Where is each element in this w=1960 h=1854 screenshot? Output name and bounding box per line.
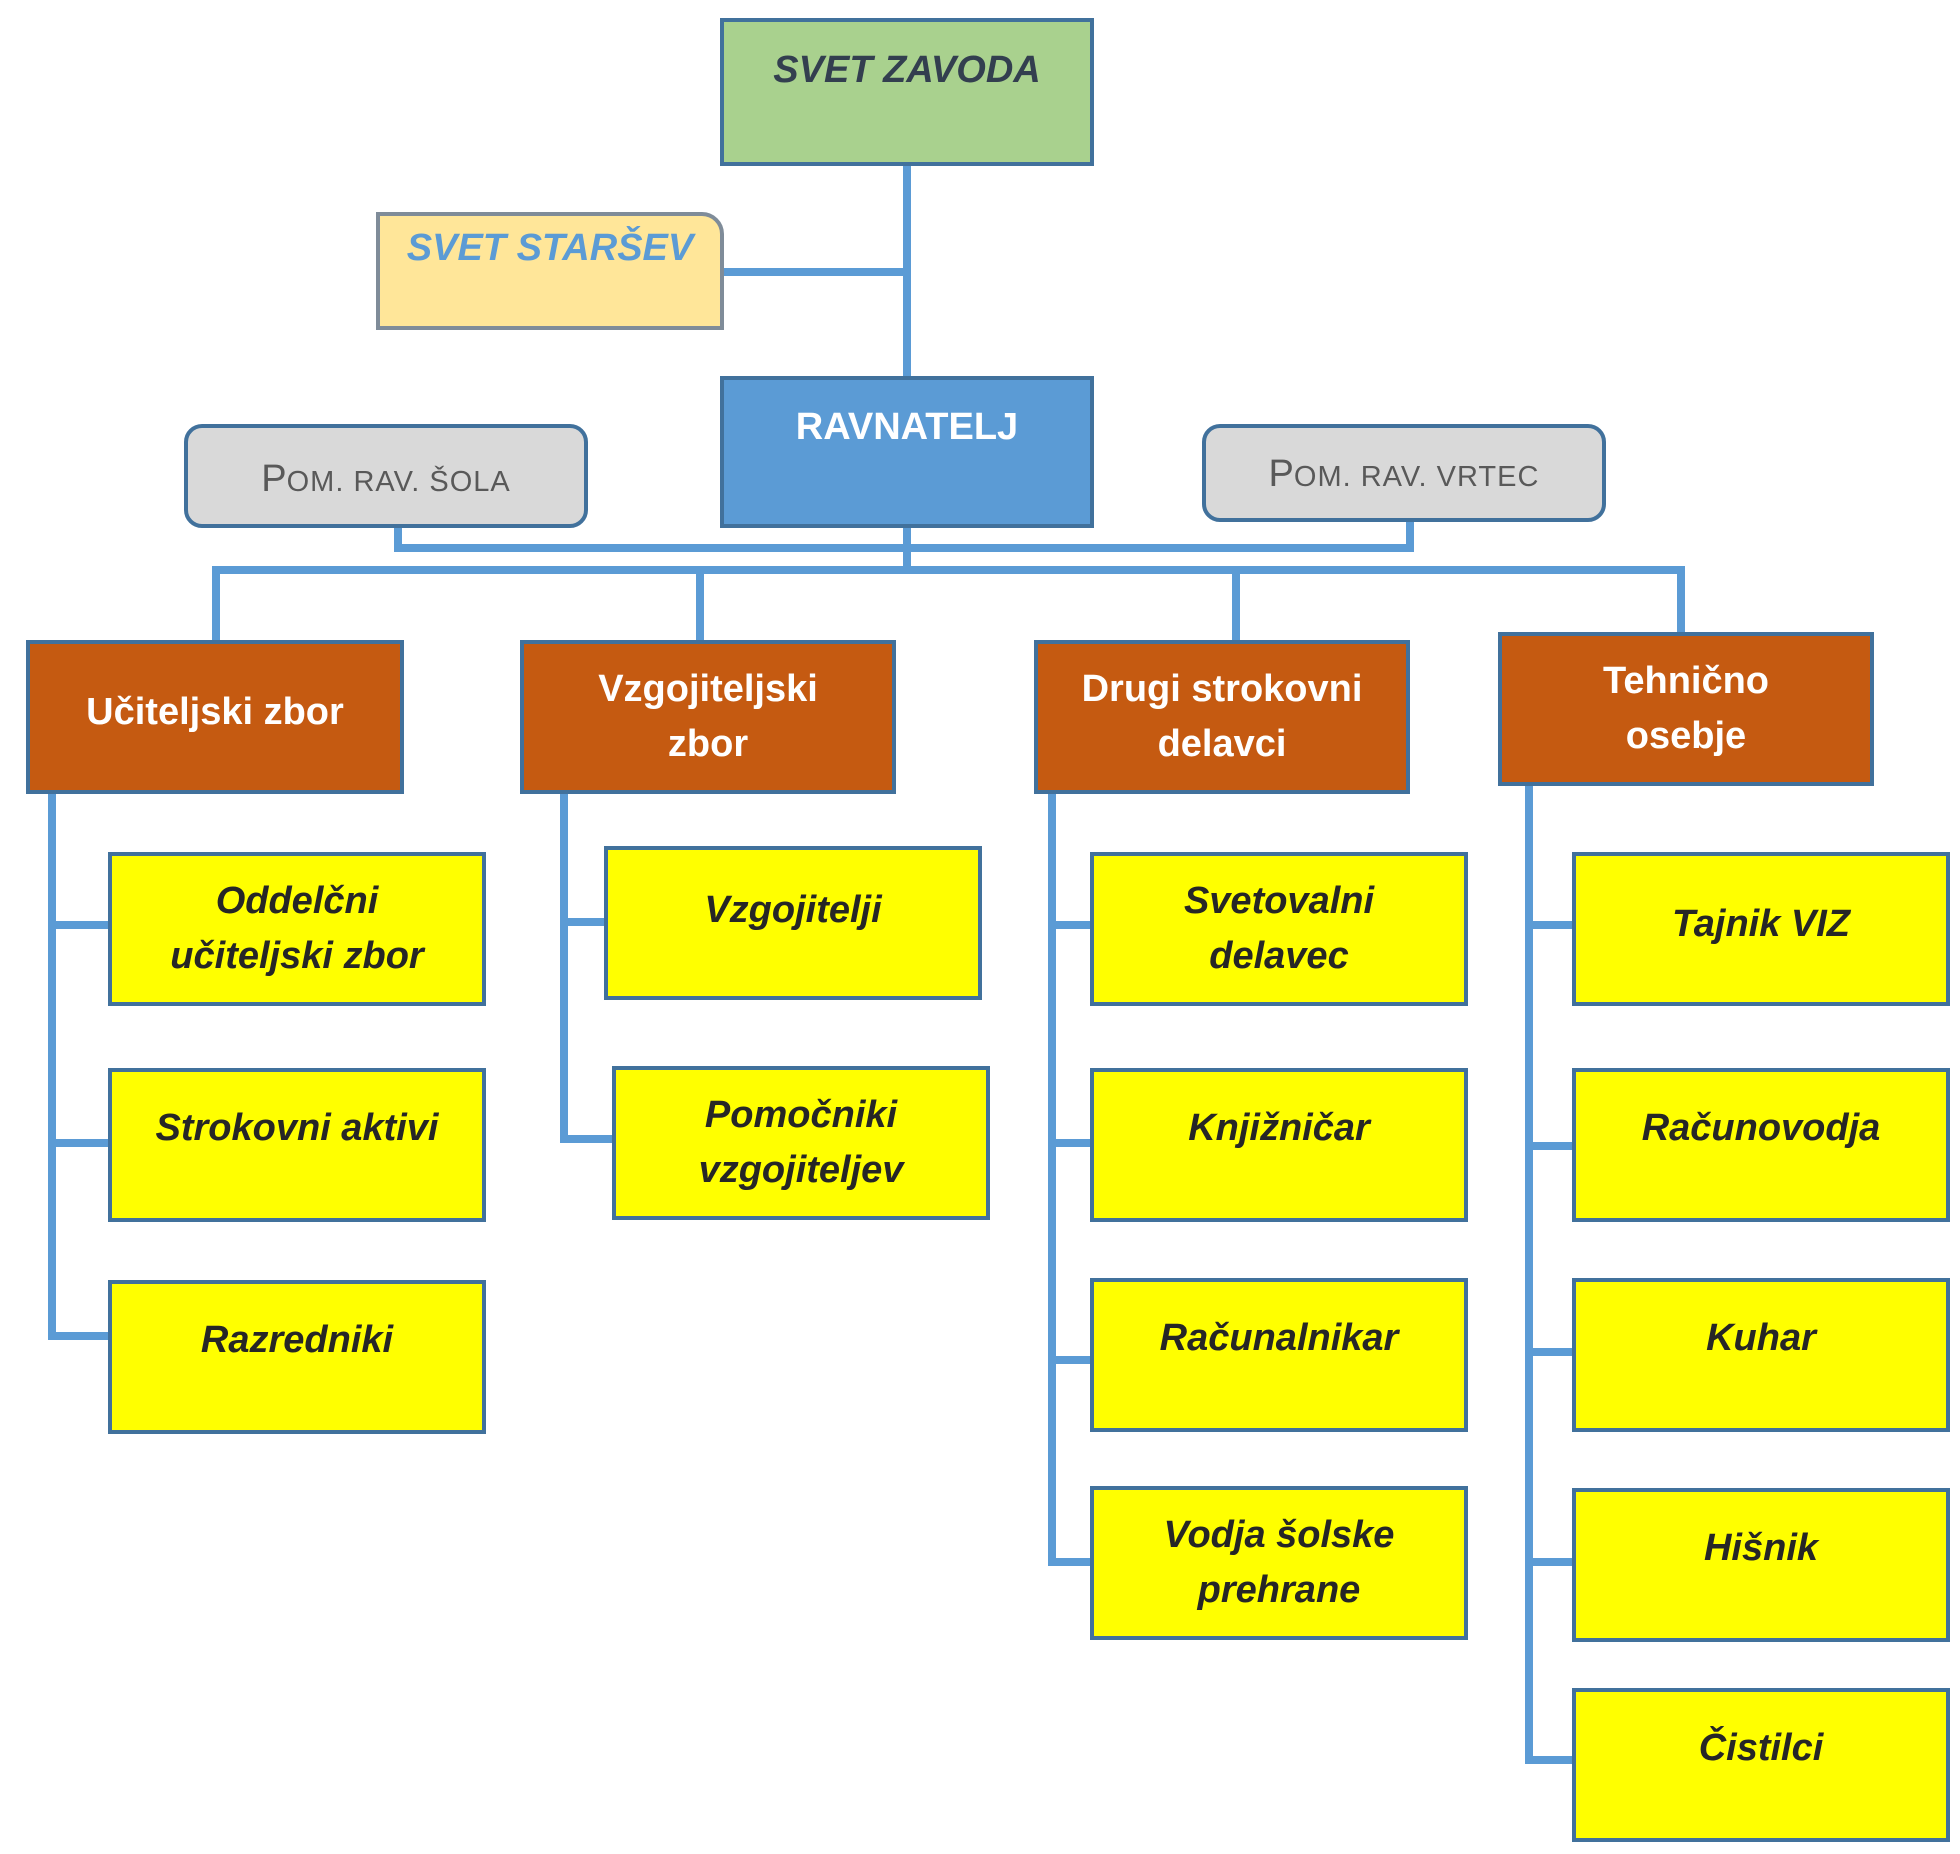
node-pom-rav-vrtec: POM. RAV. VRTEC [1202, 424, 1606, 522]
dept-label: Drugi strokovni delavci [1081, 667, 1363, 765]
dept-tehnicno-osebje: Tehnično osebje [1498, 632, 1874, 786]
node-svet-starsev-label: SVET STARŠEV [406, 227, 694, 270]
dept-vzgojiteljski-zbor: Vzgojiteljski zbor [520, 640, 896, 794]
leaf-label: Računovodja [1641, 1107, 1881, 1150]
leaf-oddelcni-uciteljski-zbor: Oddelčni učiteljski zbor [108, 852, 486, 1006]
dept-label: Učiteljski zbor [86, 691, 344, 734]
node-pom-rav-vrtec-rest: OM. RAV. VRTEC [1293, 461, 1540, 494]
leaf-pomocniki-vzgojiteljev: Pomočniki vzgojiteljev [612, 1066, 990, 1220]
leaf-label: Tajnik VIZ [1671, 903, 1851, 946]
leaf-strokovni-aktivi: Strokovni aktivi [108, 1068, 486, 1222]
leaf-label: Vzgojitelji [704, 889, 882, 932]
leaf-label: Strokovni aktivi [155, 1107, 439, 1150]
leaf-label: Vodja šolske prehrane [1163, 1513, 1395, 1611]
node-svet-starsev: SVET STARŠEV [376, 212, 724, 330]
node-pom-rav-sola-rest: OM. RAV. ŠOLA [286, 466, 511, 499]
leaf-vzgojitelji: Vzgojitelji [604, 846, 982, 1000]
leaf-cistilci: Čistilci [1572, 1688, 1950, 1842]
leaf-kuhar: Kuhar [1572, 1278, 1950, 1432]
leaf-hisnik: Hišnik [1572, 1488, 1950, 1642]
node-pom-rav-sola: POM. RAV. ŠOLA [184, 424, 588, 528]
leaf-racunovodja: Računovodja [1572, 1068, 1950, 1222]
node-pom-rav-sola-prefix: P [261, 458, 287, 501]
leaf-label: Računalnikar [1159, 1317, 1399, 1360]
node-svet-zavoda-label: SVET ZAVODA [773, 49, 1041, 92]
leaf-racunalnikar: Računalnikar [1090, 1278, 1468, 1432]
node-ravnatelj-label: RAVNATELJ [795, 406, 1019, 449]
leaf-label: Razredniki [200, 1319, 394, 1362]
dept-drugi-strokovni-delavci: Drugi strokovni delavci [1034, 640, 1410, 794]
node-ravnatelj: RAVNATELJ [720, 376, 1094, 528]
leaf-label: Hišnik [1703, 1527, 1819, 1570]
leaf-svetovalni-delavec: Svetovalni delavec [1090, 852, 1468, 1006]
connector-assistants [394, 516, 1414, 552]
dept-uciteljski-zbor: Učiteljski zbor [26, 640, 404, 794]
node-pom-rav-vrtec-prefix: P [1268, 453, 1294, 496]
leaf-tajnik-viz: Tajnik VIZ [1572, 852, 1950, 1006]
node-svet-zavoda: SVET ZAVODA [720, 18, 1094, 166]
node-pom-rav-sola-label: POM. RAV. ŠOLA [261, 452, 511, 507]
leaf-label: Svetovalni delavec [1183, 879, 1375, 977]
leaf-label: Čistilci [1698, 1727, 1824, 1770]
leaf-knjiznicar: Knjižničar [1090, 1068, 1468, 1222]
leaf-label: Pomočniki vzgojiteljev [698, 1093, 904, 1191]
leaf-vodja-solske-prehrane: Vodja šolske prehrane [1090, 1486, 1468, 1640]
leaf-label: Kuhar [1706, 1317, 1816, 1360]
dept-label: Vzgojiteljski zbor [598, 667, 818, 765]
leaf-razredniki: Razredniki [108, 1280, 486, 1434]
leaf-label: Oddelčni učiteljski zbor [170, 879, 424, 977]
node-pom-rav-vrtec-label: POM. RAV. VRTEC [1269, 447, 1540, 502]
leaf-label: Knjižničar [1188, 1107, 1370, 1150]
dept-label: Tehnično osebje [1602, 659, 1770, 757]
